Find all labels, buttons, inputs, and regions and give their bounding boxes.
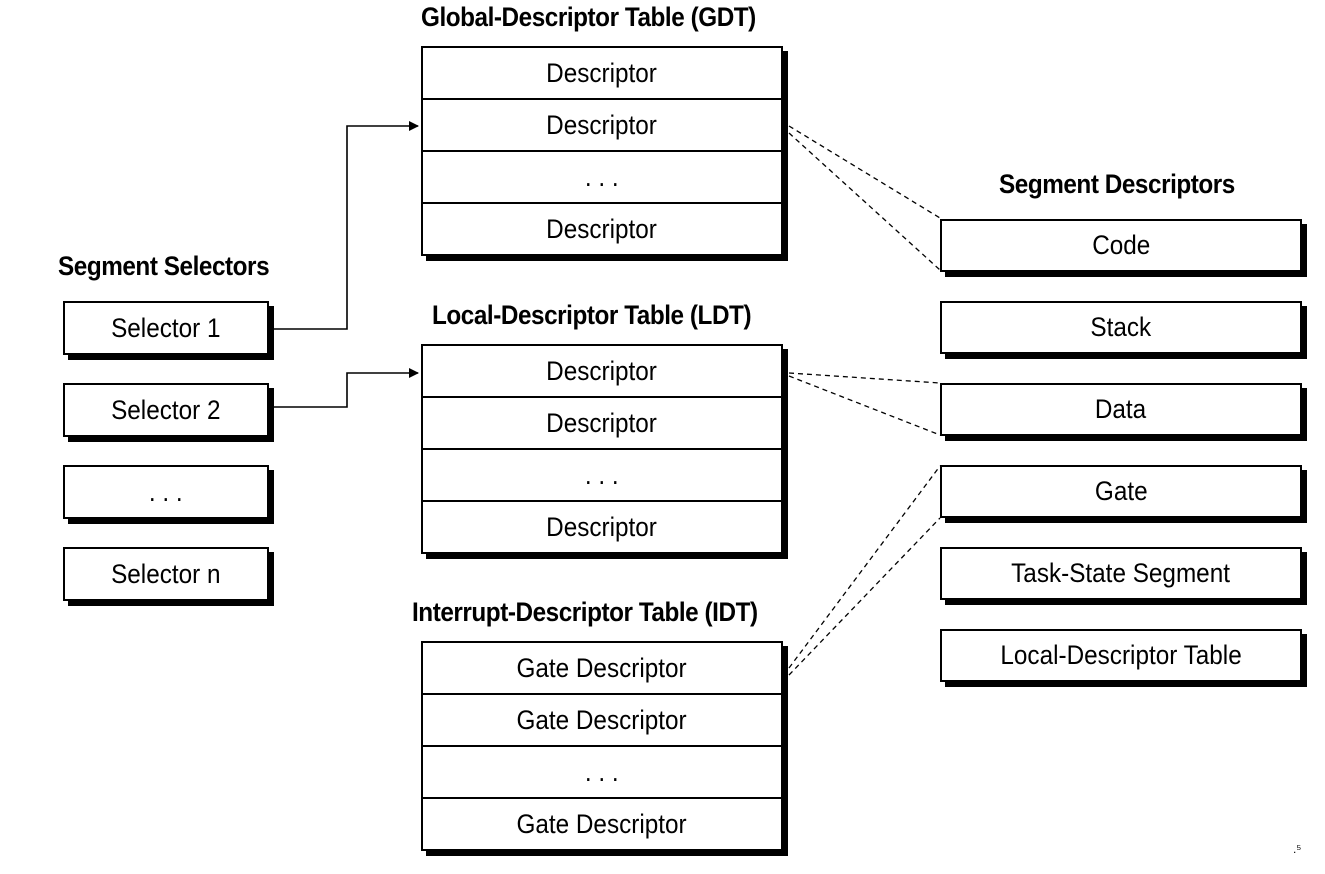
gdt-row: . . . bbox=[423, 152, 781, 204]
gdt-code-dash-bottom bbox=[788, 132, 941, 271]
ldt-data-dash-top bbox=[788, 372, 941, 384]
descriptor-type-box: Code bbox=[940, 219, 1302, 272]
selector-box: Selector 2 bbox=[63, 383, 269, 437]
ldt-table: Descriptor Descriptor . . . Descriptor bbox=[421, 344, 783, 554]
descriptor-type-box: Task-State Segment bbox=[940, 547, 1302, 600]
selector-box: Selector n bbox=[63, 547, 269, 601]
descriptor-type-box: Stack bbox=[940, 301, 1302, 354]
gdt-row: Descriptor bbox=[546, 213, 658, 244]
segment-selectors-title: Segment Selectors bbox=[58, 251, 270, 281]
selector-box: Selector 1 bbox=[63, 301, 269, 355]
idt-gate-dash-bottom bbox=[788, 517, 941, 676]
idt-row: Gate Descriptor bbox=[516, 808, 688, 839]
gdt-row: Descriptor bbox=[423, 48, 781, 100]
ldt-title: Local-Descriptor Table (LDT) bbox=[432, 300, 752, 330]
ldt-data-dash-bottom bbox=[788, 375, 941, 436]
idt-row: . . . bbox=[423, 747, 781, 799]
descriptor-type-box: Data bbox=[940, 383, 1302, 436]
idt-title: Interrupt-Descriptor Table (IDT) bbox=[412, 597, 758, 627]
idt-gate-dash-top bbox=[788, 465, 941, 669]
idt-row: Gate Descriptor bbox=[423, 643, 781, 695]
ldt-row: Descriptor bbox=[423, 346, 781, 398]
segment-descriptors-title: Segment Descriptors bbox=[999, 169, 1235, 199]
descriptor-type-box: Local-Descriptor Table bbox=[940, 629, 1302, 682]
selector2-to-ldt-arrow bbox=[272, 368, 419, 408]
selector1-to-gdt-arrow bbox=[272, 121, 419, 330]
gdt-title: Global-Descriptor Table (GDT) bbox=[421, 2, 756, 32]
corner-mark: .⁵ bbox=[1293, 842, 1302, 856]
gdt-row: Descriptor bbox=[423, 100, 781, 152]
ldt-row: . . . bbox=[423, 450, 781, 502]
ldt-row: Descriptor bbox=[546, 511, 658, 542]
idt-row: Gate Descriptor bbox=[423, 695, 781, 747]
gdt-code-dash-top bbox=[788, 125, 941, 219]
ldt-row: Descriptor bbox=[423, 398, 781, 450]
selector-box: . . . bbox=[63, 465, 269, 519]
descriptor-type-box: Gate bbox=[940, 465, 1302, 518]
idt-table: Gate Descriptor Gate Descriptor . . . Ga… bbox=[421, 641, 783, 851]
gdt-table: Descriptor Descriptor . . . Descriptor bbox=[421, 46, 783, 256]
